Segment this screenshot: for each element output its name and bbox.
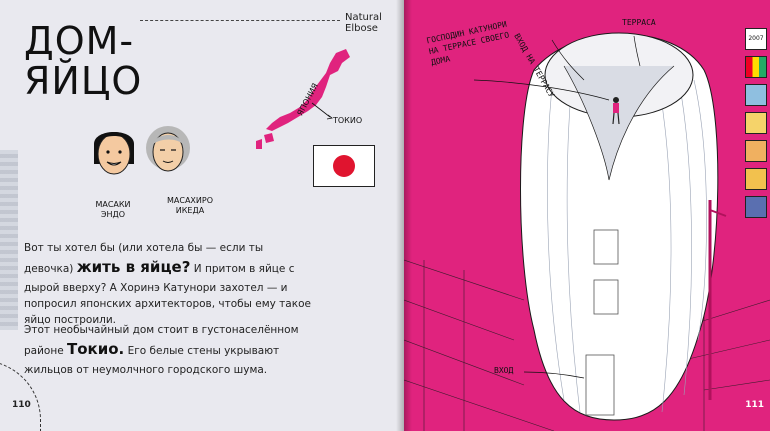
japan-map-illustration	[256, 49, 350, 149]
face-label-masahiro: МАСАХИРО ИКЕДА	[150, 196, 230, 217]
thumb-house-icon	[745, 168, 767, 190]
thumb-grid-icon	[745, 56, 767, 78]
paragraph-2: Этот необычайный дом стоит в густонаселё…	[24, 322, 314, 378]
header-label: Natural Elbose	[345, 12, 382, 34]
p1-text-b: И притом в яйце с дырой вверху? А Хоринэ…	[24, 263, 311, 327]
thumb-cube-icon	[745, 84, 767, 106]
face-masahiro-ikeda	[146, 126, 190, 172]
p2-text-b: Его белые стены укрывают жильцов от неум…	[24, 345, 280, 376]
header-rule	[140, 20, 340, 21]
japan-flag	[313, 145, 375, 187]
side-strip	[0, 150, 18, 330]
face-label-masaki-line2: ЭНДО	[100, 210, 126, 220]
thumb-year-label: 2007	[748, 35, 764, 42]
p2-bold: Токио.	[67, 340, 125, 359]
face-label-masahiro-line1: МАСАХИРО	[166, 196, 214, 205]
thumb-year: 2007	[745, 28, 767, 50]
thumb-chair-icon	[745, 140, 767, 162]
map-label-city: ТОКИО	[333, 116, 363, 125]
face-label-masaki: МАСАКИ ЭНДО	[78, 200, 148, 221]
label-terrace: ТЕРРАСА	[622, 18, 656, 27]
paragraph-1: Вот ты хотел бы (или хотела бы — если ты…	[24, 240, 314, 328]
p1-bold: жить в яйце?	[76, 258, 191, 277]
p2-text-a: Этот необычайный дом стоит в густонаселё…	[24, 324, 299, 358]
egg-house-illustration	[404, 32, 770, 431]
thumb-city-icon	[745, 196, 767, 218]
label-entrance: ВХОД	[494, 366, 514, 375]
face-label-masahiro-line2: ИКЕДА	[175, 206, 205, 216]
page-number-left: 110	[12, 400, 31, 410]
book-gutter	[396, 0, 412, 431]
face-label-masaki-line1: МАСАКИ	[95, 200, 131, 209]
face-masaki-endo	[94, 132, 134, 175]
flag-sun	[333, 155, 355, 177]
title-line-2: ЯЙЦО	[24, 59, 143, 103]
p1-text-a: Вот ты хотел бы (или хотела бы — если ты…	[24, 242, 264, 276]
left-page: Natural Elbose ДОМ- ЯЙЦО ЯПОНИЯ ТОКИО	[0, 0, 404, 431]
page-number-right: 111	[745, 400, 764, 410]
thumb-figure-icon	[745, 112, 767, 134]
right-page: ГОСПОДИН КАТУНОРИ НА ТЕРРАСЕ СВОЕГО ДОМА…	[404, 0, 770, 431]
title-line-1: ДОМ-	[24, 19, 135, 63]
